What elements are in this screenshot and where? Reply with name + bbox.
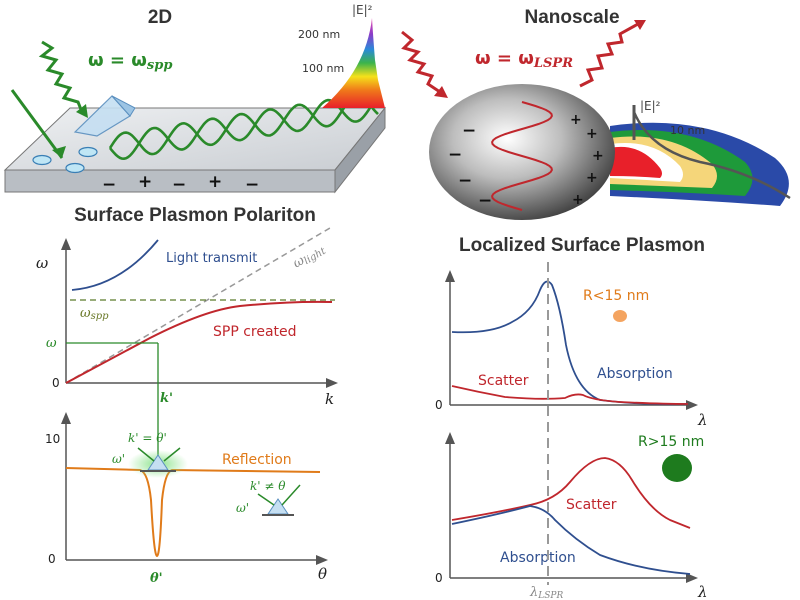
nanoparticle-sphere xyxy=(429,84,615,220)
heading-2d: 2D xyxy=(148,7,172,28)
lspr-oscillation-wave xyxy=(491,101,553,211)
top-plot-x-label: λ xyxy=(697,411,708,429)
wave-arrowhead xyxy=(76,104,88,118)
field-profile-curve xyxy=(632,111,791,200)
charge: + xyxy=(586,170,598,186)
sphere-charges-positive: + + + + + xyxy=(570,112,604,208)
reflection-x-label: θ xyxy=(318,565,327,583)
spp-dispersion-curve xyxy=(65,300,333,384)
bottom-plot-axes xyxy=(445,432,698,583)
charge: − xyxy=(448,145,462,165)
incident-arrowhead xyxy=(52,146,66,158)
bottom-absorption-curve xyxy=(451,505,691,575)
omega-prime-2: ω' xyxy=(236,501,249,515)
title-spp: Surface Plasmon Polariton xyxy=(74,205,316,226)
spp-created-label: SPP created xyxy=(213,324,297,340)
theta-prime-label: θ' xyxy=(150,571,163,586)
reflection-curve xyxy=(65,467,321,558)
incident-red-arrowhead xyxy=(434,86,448,98)
k-prime-label: k' xyxy=(160,391,173,406)
top-absorption-label: Absorption xyxy=(597,366,673,382)
reflection-y-zero: 0 xyxy=(48,552,56,566)
field-label-left: |E|² xyxy=(352,3,373,17)
depth-200nm: 200 nm xyxy=(298,28,340,41)
spp-wave-2 xyxy=(108,94,379,156)
bottom-scatter-curve xyxy=(451,457,691,529)
charge: − xyxy=(462,121,476,141)
scattered-red-arrowhead xyxy=(634,20,646,30)
light-line xyxy=(65,227,331,384)
reflection-label: Reflection xyxy=(222,452,292,468)
sphere-charges-negative: − − − − xyxy=(448,121,492,211)
bottom-scatter-label: Scatter xyxy=(566,497,617,513)
charge: + xyxy=(592,148,604,164)
omega-lspr-eq: ω = ωLSPR xyxy=(475,48,573,71)
light-transmit-curve xyxy=(71,239,159,291)
large-particle-dot xyxy=(662,454,692,482)
charge: + xyxy=(572,192,584,208)
charge: − xyxy=(172,175,186,195)
incident-ray xyxy=(10,89,64,159)
dispersion-x-label: k xyxy=(325,390,334,408)
offresonance-ray-in xyxy=(257,493,275,506)
slab-charges: − + − + − xyxy=(102,172,259,195)
reflection-y-top: 10 xyxy=(45,432,60,446)
reflection-axes xyxy=(61,412,328,565)
depth-10nm: 10 nm xyxy=(670,124,705,137)
omega-light-label: ωlight xyxy=(291,241,329,272)
small-particle-dot xyxy=(613,310,627,322)
bottom-absorption-label: Absorption xyxy=(500,550,576,566)
heading-nanoscale: Nanoscale xyxy=(524,7,619,28)
top-plot-origin: 0 xyxy=(435,398,443,412)
depth-100nm: 100 nm xyxy=(302,62,344,75)
large-particle-label: R>15 nm xyxy=(638,434,704,450)
incident-light-wave xyxy=(38,40,84,113)
dispersion-origin: 0 xyxy=(52,376,60,390)
title-lsp: Localized Surface Plasmon xyxy=(459,235,705,256)
omega-mark: ω xyxy=(46,336,57,351)
top-scatter-label: Scatter xyxy=(478,373,529,389)
k-not-equal-theta: k' ≠ θ xyxy=(250,479,286,493)
charge: + xyxy=(570,112,582,128)
omega-prime-1: ω' xyxy=(112,452,125,466)
resonance-ray-out xyxy=(163,447,181,462)
top-plot-axes xyxy=(445,270,698,410)
charge: − xyxy=(478,191,492,211)
bottom-plot-x-label: λ xyxy=(697,583,708,600)
bottom-plot-origin: 0 xyxy=(435,571,443,585)
resonance-ray-in xyxy=(137,447,155,462)
offresonance-ray-out xyxy=(281,484,301,506)
prism xyxy=(73,95,136,137)
light-transmit-label: Light transmit xyxy=(166,251,257,266)
small-particle-label: R<15 nm xyxy=(583,288,649,304)
omega-spp-label: ωspp xyxy=(80,306,109,322)
dispersion-y-label: ω xyxy=(36,254,48,272)
charge: + xyxy=(138,172,152,192)
top-scatter-curve xyxy=(451,385,689,405)
k-equals-theta: k' = θ' xyxy=(128,431,167,445)
charge: − xyxy=(458,171,472,191)
charge: − xyxy=(245,175,259,195)
charge: − xyxy=(102,175,116,195)
charge: + xyxy=(208,172,222,192)
scattered-light-red xyxy=(579,22,639,88)
field-decay-gradient xyxy=(322,18,385,108)
charge: + xyxy=(586,126,598,142)
incident-light-red xyxy=(401,30,441,94)
dispersion-axes xyxy=(61,238,338,388)
field-label-right: |E|² xyxy=(640,99,661,113)
near-field-rings xyxy=(610,122,789,206)
omega-spp-eq: ω = ωspp xyxy=(88,50,172,73)
lambda-lspr-label: λLSPR xyxy=(529,585,563,600)
